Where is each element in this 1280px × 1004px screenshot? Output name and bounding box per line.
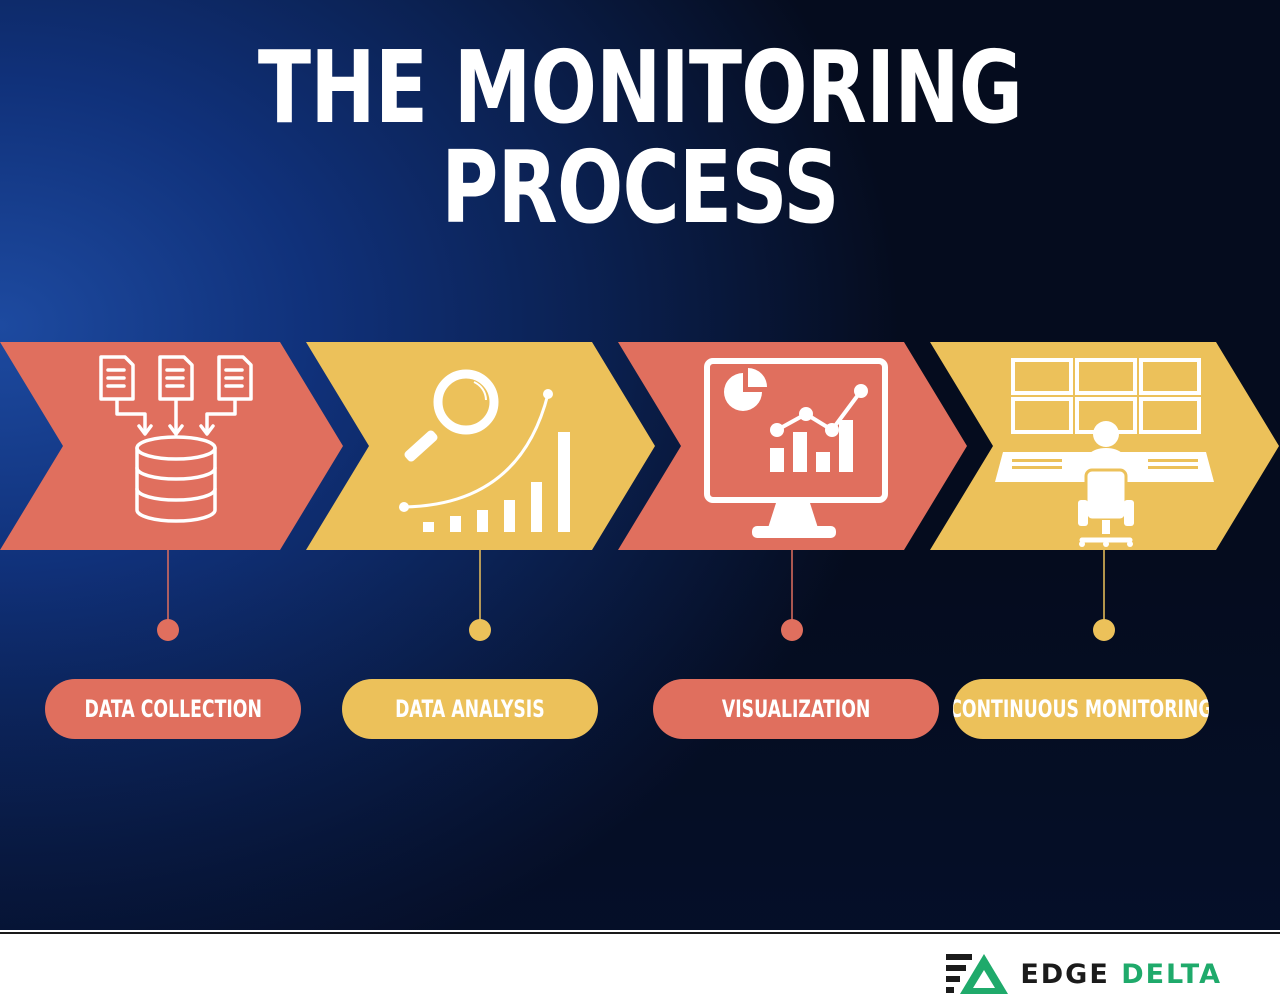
connector-2 (469, 550, 491, 641)
connector-4 (1093, 550, 1115, 641)
magnifier-growth-chart-icon (399, 369, 570, 532)
infographic-canvas: THE MONITORING PROCESS (0, 0, 1280, 930)
brand-name: EDGE DELTA (1020, 959, 1222, 990)
brand-name-part2: DELTA (1121, 958, 1222, 990)
step-label-visualization: VISUALIZATION (653, 679, 939, 739)
step-label-data-collection: DATA COLLECTION (45, 679, 301, 739)
step-label-continuous-monitoring: CONTINUOUS MONITORING (953, 679, 1209, 739)
monitor-dashboard-icon (704, 358, 888, 538)
operator-control-room-icon (995, 358, 1214, 547)
documents-to-database-icon (99, 355, 253, 523)
connector-3 (781, 550, 803, 641)
step-label-data-analysis: DATA ANALYSIS (342, 679, 598, 739)
brand-logo: EDGE DELTA (946, 952, 1222, 996)
edge-delta-logo-icon (946, 954, 1009, 994)
footer-bar: EDGE DELTA (0, 932, 1280, 1004)
chevron-step-1 (0, 342, 343, 550)
connector-1 (157, 550, 179, 641)
page-title: THE MONITORING PROCESS (257, 29, 1023, 246)
process-flow (0, 342, 1279, 641)
brand-name-part1: EDGE (1020, 958, 1110, 990)
